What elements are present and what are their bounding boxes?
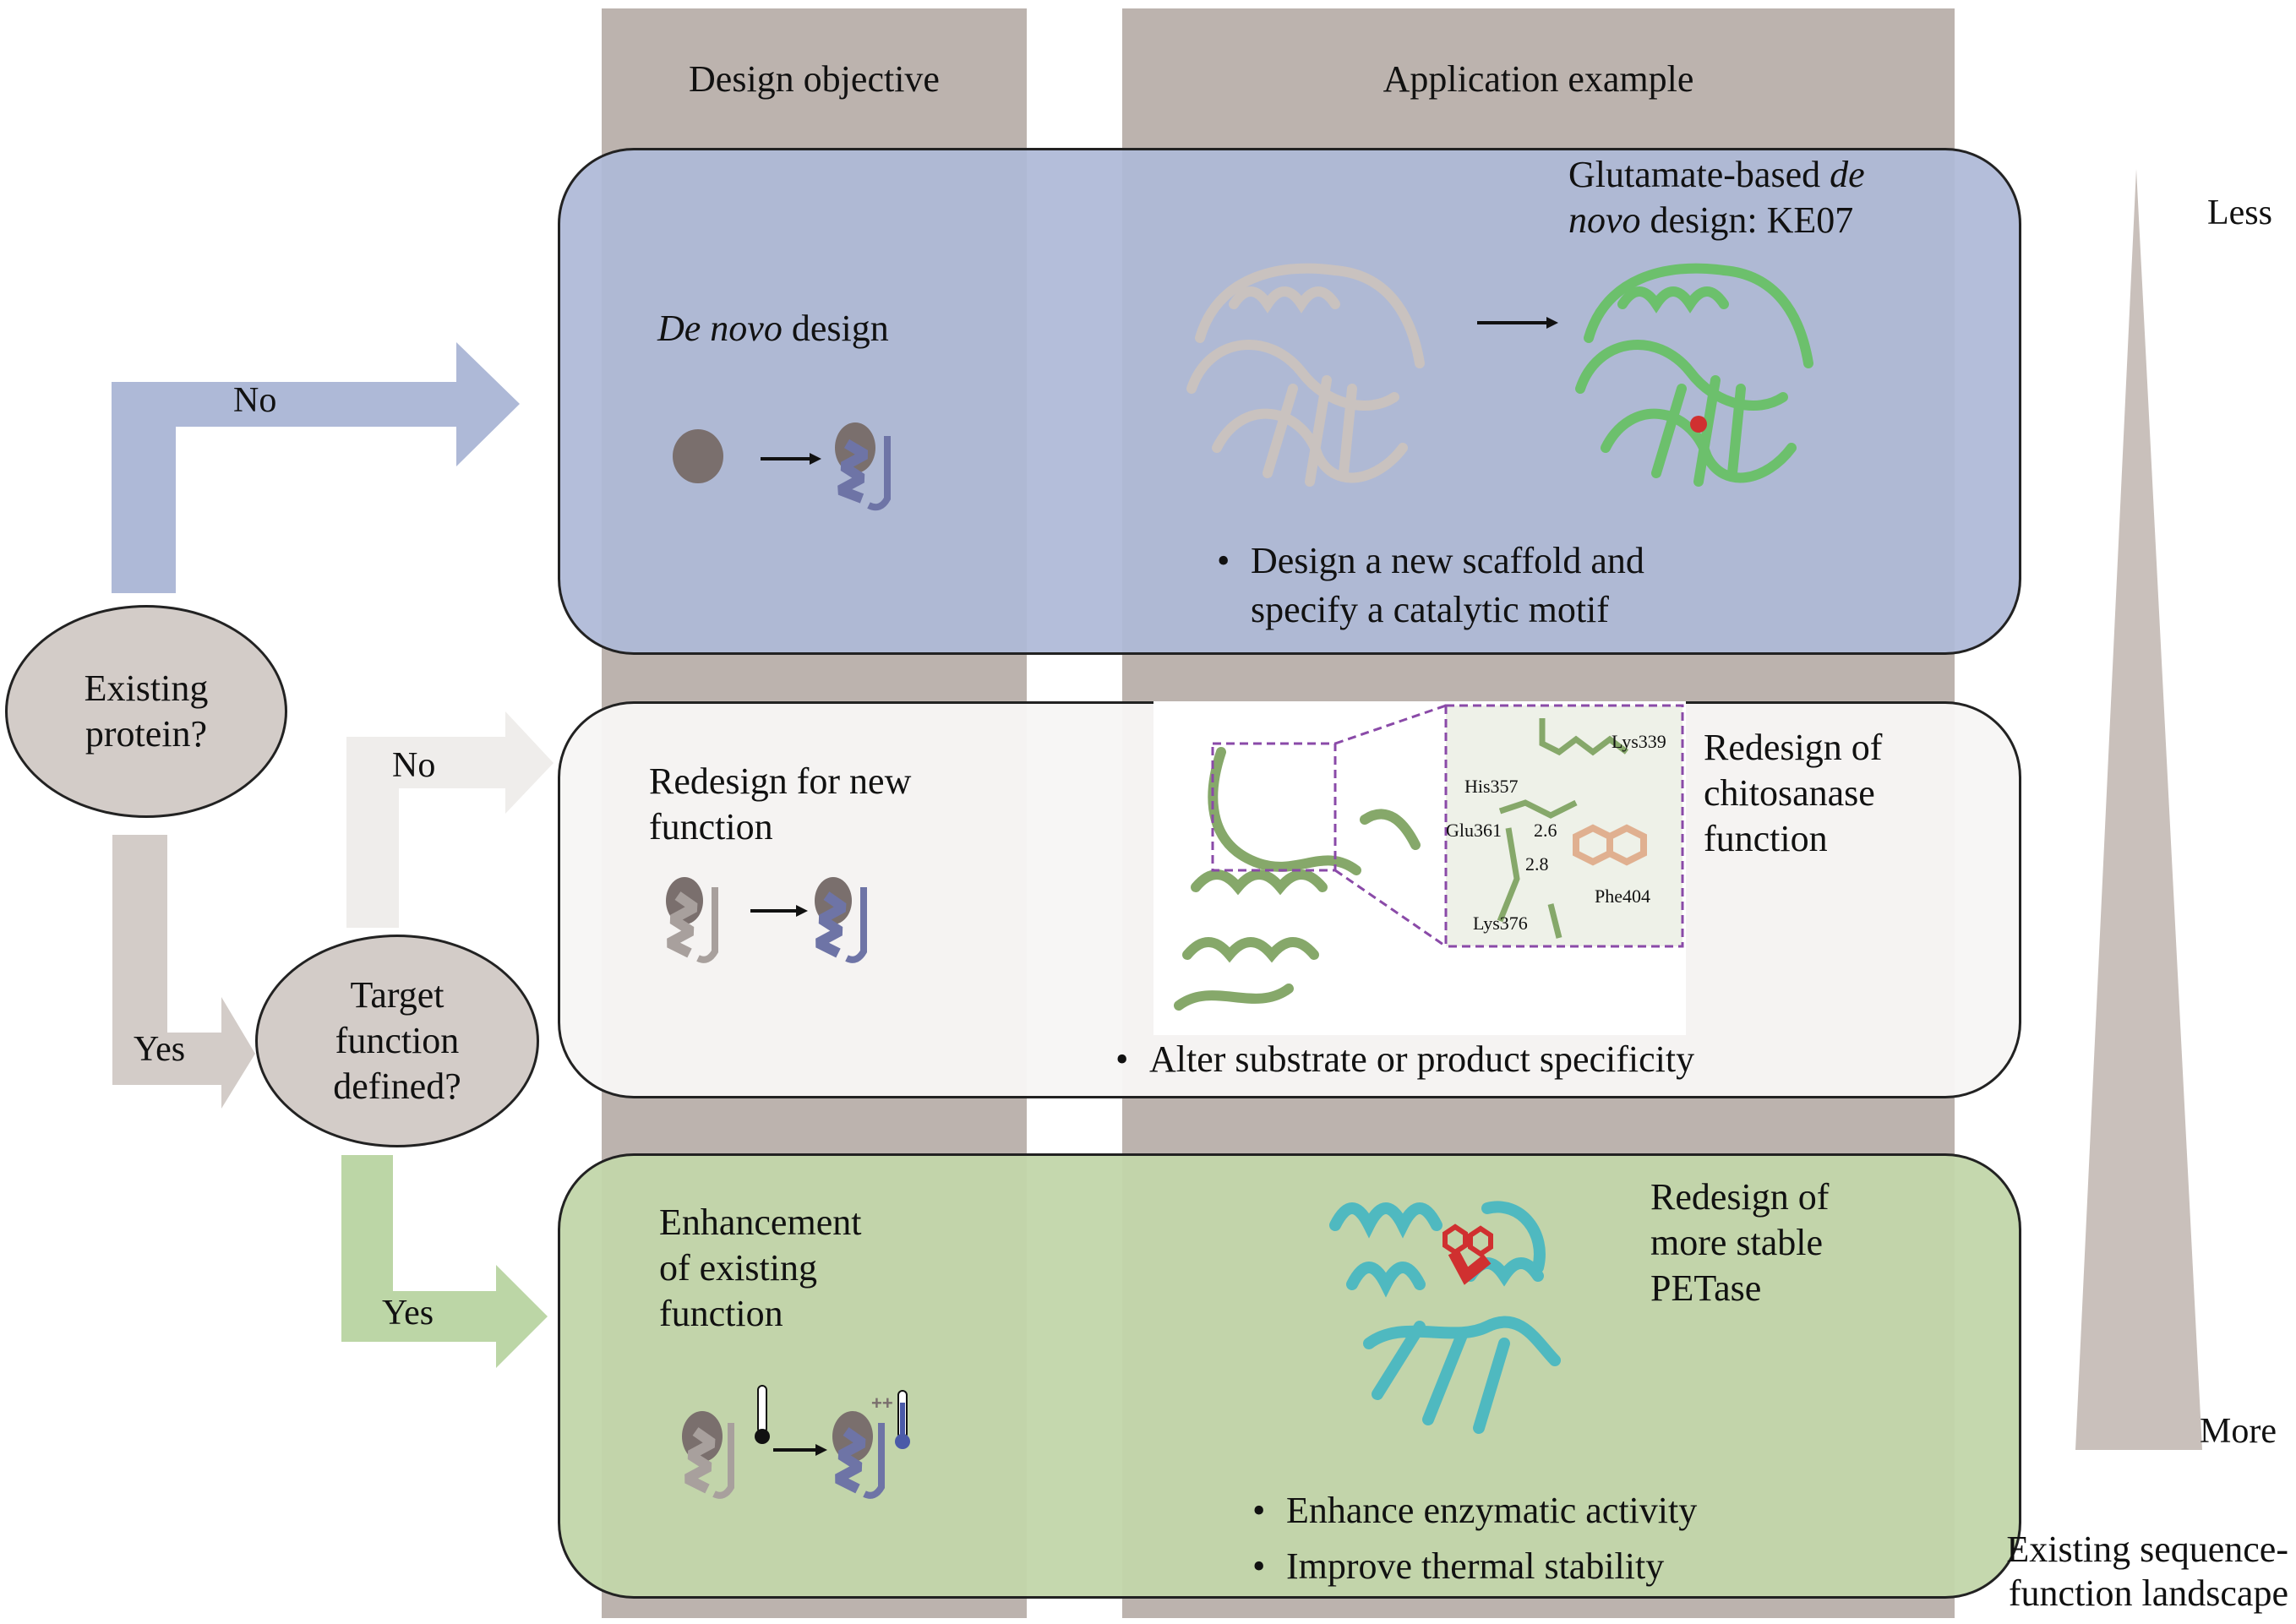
bullet-item-cont: specify a catalytic motif — [1251, 589, 1609, 630]
zoom-box-large — [1444, 704, 1684, 948]
thermo-plus-mark: ++ — [871, 1392, 893, 1414]
de-novo-objective: De novo design — [657, 306, 889, 352]
distance-2: 2.8 — [1525, 853, 1549, 875]
residue-his357: His357 — [1464, 776, 1519, 797]
strand-grey-icon — [712, 1423, 734, 1499]
label-target-no: No — [392, 746, 436, 785]
arrow-existing-yes-shape — [112, 835, 255, 1109]
gradient-caption: Existing sequence-function landscape — [2006, 1529, 2288, 1614]
arrow-head-icon — [815, 1444, 827, 1456]
label-target-yes: Yes — [382, 1294, 434, 1332]
arrow-target-yes — [341, 1155, 548, 1368]
protein-fold-icon — [837, 439, 869, 504]
de-novo-example-title: Glutamate-based de novo design: KE07 — [1568, 152, 1923, 243]
zoom-connector-2 — [1334, 869, 1447, 948]
enhancement-icon: ++ — [682, 1385, 910, 1499]
petase-ribbon — [1329, 1201, 1561, 1434]
landscape-gradient — [2075, 169, 2202, 1450]
thermometer-icon — [757, 1385, 767, 1434]
arrow-target-no — [346, 711, 554, 928]
decision-target-function-text: Target function defined? — [333, 974, 461, 1107]
zoom-connector — [1334, 704, 1447, 745]
application-example-header: Application example — [1383, 58, 1694, 100]
bullet-item: •Design a new scaffold and — [1217, 540, 1644, 581]
de-novo-icon — [673, 422, 891, 511]
strand-blue-icon — [863, 1423, 885, 1499]
arrow-head-icon — [796, 905, 808, 917]
de-novo-title-italic-2: novo — [1568, 199, 1641, 241]
strand-grey-icon — [696, 887, 718, 963]
thermometer-bulb — [755, 1429, 770, 1444]
decision-target-function: Target function defined? — [255, 935, 539, 1147]
residue-glu361: Glu361 — [1446, 820, 1502, 841]
protein-fold-grey-icon — [667, 891, 698, 958]
redesign-icon — [666, 877, 867, 963]
thermometer-blue-bulb — [895, 1434, 910, 1449]
redesign-example-title: Redesign of chitosanase function — [1704, 727, 1883, 859]
strand-blue-icon — [845, 887, 867, 963]
de-novo-title-2: design: KE07 — [1640, 199, 1854, 241]
de-novo-bullets: •Design a new scaffold and specify a cat… — [1217, 537, 1644, 635]
de-novo-title-1: Glutamate-based — [1568, 154, 1830, 195]
decision-existing-protein-text: Existing protein? — [84, 668, 209, 755]
label-existing-no: No — [233, 381, 277, 420]
zoom-box-small — [1211, 742, 1337, 872]
bullet-item: •Enhance enzymatic activity — [1252, 1490, 1698, 1531]
ke07-structure — [1575, 263, 1813, 487]
thermometer-blue-fill — [900, 1403, 905, 1436]
panel-enhancement — [558, 1153, 2021, 1599]
chitosanase-ribbon — [1174, 747, 1421, 1011]
redesign-bullets: •Alter substrate or product specificity — [1115, 1035, 1694, 1084]
residue-lys339: Lys339 — [1612, 731, 1666, 752]
ke07-arrow-head — [1546, 317, 1558, 329]
gradient-more: More — [2200, 1412, 2277, 1451]
protein-fold-grey-icon — [684, 1427, 716, 1494]
residue-phe404: Phe404 — [1595, 886, 1650, 907]
active-site-residues — [1497, 718, 1629, 939]
protein-fold-blue-icon — [835, 1427, 866, 1494]
ke07-structures — [1186, 263, 1813, 487]
chitosanase-structure: Lys339 His357 Glu361 2.6 2.8 Lys376 Phe4… — [1174, 704, 1684, 1011]
sphere-icon — [673, 429, 723, 483]
enhancement-objective: Enhancement of existing function — [659, 1202, 862, 1334]
petase-active-site — [1442, 1223, 1493, 1285]
de-novo-rest: design — [782, 308, 889, 349]
de-novo-italic: De novo — [657, 308, 783, 349]
gradient-less: Less — [2207, 193, 2272, 232]
distance-1: 2.6 — [1534, 820, 1557, 841]
bullet-item: •Improve thermal stability — [1252, 1545, 1665, 1587]
enhancement-bullets: •Enhance enzymatic activity •Improve the… — [1252, 1483, 1697, 1594]
strand-icon — [867, 436, 891, 511]
gradient-triangle — [2075, 169, 2202, 1450]
label-existing-yes: Yes — [134, 1030, 186, 1069]
enhancement-example-title: Redesign of more stable PETase — [1650, 1176, 1830, 1309]
bullet-item: •Alter substrate or product specificity — [1115, 1038, 1695, 1080]
design-objective-header: Design objective — [689, 58, 940, 100]
residue-lys376: Lys376 — [1473, 913, 1528, 934]
decision-existing-protein: Existing protein? — [5, 605, 287, 818]
arrow-existing-no — [112, 342, 520, 593]
redesign-objective: Redesign for new function — [649, 760, 912, 847]
petase-structure — [1329, 1201, 1561, 1434]
scaffold-structure — [1186, 263, 1425, 487]
arrow-head-icon — [810, 453, 821, 465]
catalytic-motif — [1690, 416, 1707, 433]
de-novo-title-italic-1: de — [1830, 154, 1865, 195]
protein-fold-blue-icon — [815, 891, 847, 958]
ligand — [1573, 824, 1647, 866]
